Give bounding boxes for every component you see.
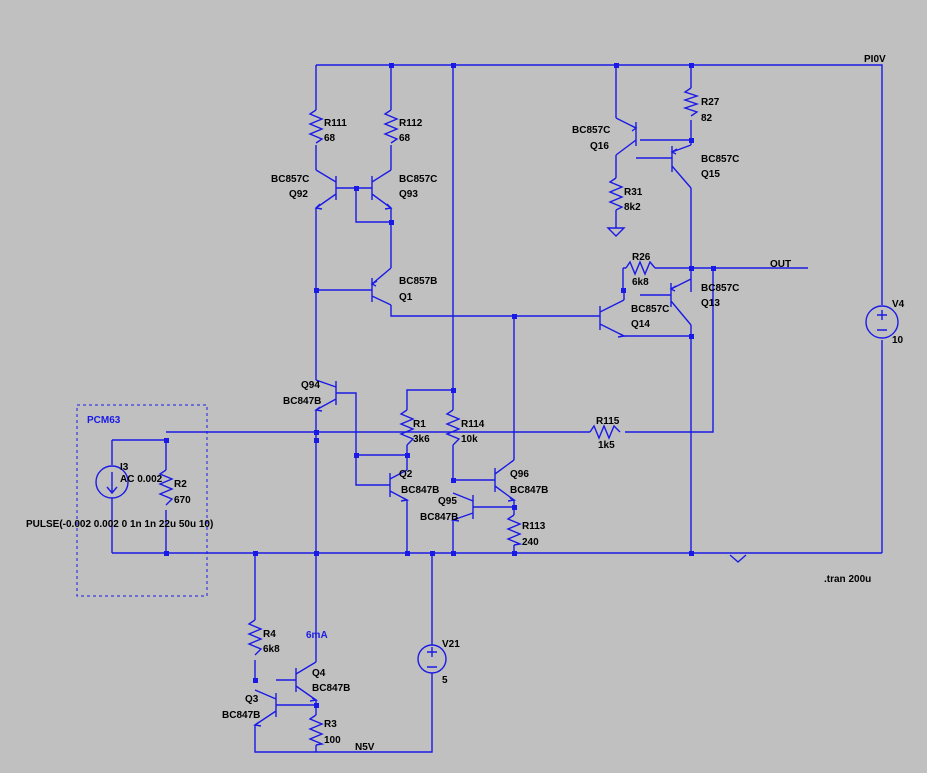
svg-text:R4: R4: [263, 629, 276, 640]
transistor-Q16[interactable]: BC857C Q16: [572, 117, 638, 156]
transistor-Q1[interactable]: BC857B Q1: [370, 267, 437, 306]
svg-text:8k2: 8k2: [624, 202, 641, 213]
svg-text:BC857C: BC857C: [572, 125, 610, 136]
svg-text:Q92: Q92: [289, 189, 308, 200]
transistor-Q14[interactable]: BC857C Q14: [599, 299, 669, 338]
svg-text:240: 240: [522, 537, 539, 548]
ground-symbol-r31: [606, 227, 626, 237]
svg-text:R26: R26: [632, 252, 651, 263]
transistor-Q15[interactable]: BC857C Q15: [670, 144, 739, 189]
transistor-Q13[interactable]: BC857C Q13: [669, 278, 739, 326]
transistor-Q92[interactable]: BC857C Q92: [271, 169, 337, 210]
svg-text:BC847B: BC847B: [283, 396, 321, 407]
resistor-R27[interactable]: R27 82: [682, 87, 720, 124]
transistor-Q93[interactable]: BC857C Q93: [371, 169, 437, 210]
transistor-Q3[interactable]: Q3 BC847B: [222, 689, 277, 727]
svg-text:Q13: Q13: [701, 298, 720, 309]
spice-directive[interactable]: .tran 200u: [824, 574, 871, 585]
svg-text:Q94: Q94: [301, 380, 320, 391]
transistor-Q94[interactable]: Q94 BC847B: [283, 379, 337, 412]
svg-text:I3: I3: [120, 462, 129, 473]
svg-text:Q4: Q4: [312, 668, 326, 679]
svg-text:BC857C: BC857C: [271, 174, 309, 185]
resistor-R113[interactable]: R113 240: [506, 514, 546, 548]
svg-text:PCM63: PCM63: [87, 415, 121, 426]
svg-text:Q1: Q1: [399, 292, 413, 303]
svg-text:R31: R31: [624, 187, 643, 198]
svg-text:Q3: Q3: [245, 694, 259, 705]
svg-text:R2: R2: [174, 479, 187, 490]
svg-text:PULSE(-0.002 0.002 0 1n 1n 22u: PULSE(-0.002 0.002 0 1n 1n 22u 50u 10): [26, 519, 213, 530]
svg-text:R1: R1: [413, 419, 426, 430]
svg-text:V21: V21: [442, 639, 460, 650]
svg-text:Q95: Q95: [438, 496, 457, 507]
svg-text:6k8: 6k8: [263, 644, 280, 655]
svg-text:Q2: Q2: [399, 469, 413, 480]
svg-text:Q16: Q16: [590, 141, 609, 152]
svg-text:BC857C: BC857C: [701, 154, 739, 165]
svg-text:1k5: 1k5: [598, 440, 615, 451]
svg-text:10: 10: [892, 335, 904, 346]
resistor-R112[interactable]: R112 68: [383, 109, 423, 144]
resistor-R31[interactable]: R31 8k2: [608, 177, 643, 213]
svg-text:68: 68: [399, 133, 411, 144]
svg-text:R114: R114: [461, 419, 485, 430]
svg-text:BC847B: BC847B: [222, 710, 260, 721]
svg-text:Q14: Q14: [631, 319, 650, 330]
resistor-R26[interactable]: R26 6k8: [625, 252, 656, 288]
svg-text:R27: R27: [701, 97, 720, 108]
svg-text:BC847B: BC847B: [312, 683, 350, 694]
wires: [111, 64, 883, 753]
resistor-R4[interactable]: R4 6k8: [247, 619, 280, 656]
resistor-R111[interactable]: R111 68: [308, 109, 347, 144]
svg-text:V4: V4: [892, 299, 905, 310]
svg-text:BC847B: BC847B: [510, 485, 548, 496]
voltage-source-V4[interactable]: V4 10: [865, 299, 905, 346]
transistor-Q96[interactable]: Q96 BC847B: [494, 459, 548, 502]
transistor-Q2[interactable]: Q2 BC847B: [389, 469, 439, 502]
svg-text:AC 0.002: AC 0.002: [120, 474, 163, 485]
svg-text:R112: R112: [399, 118, 423, 129]
svg-text:R115: R115: [596, 416, 620, 427]
svg-text:6k8: 6k8: [632, 277, 649, 288]
net-label-pi0v: PI0V: [864, 54, 886, 65]
current-source-I3[interactable]: I3 AC 0.002 PULSE(-0.002 0.002 0 1n 1n 2…: [26, 462, 213, 530]
voltage-source-V21[interactable]: V21 5: [417, 639, 460, 686]
svg-text:BC857C: BC857C: [631, 304, 669, 315]
resistor-R1[interactable]: R1 3k6: [399, 409, 430, 446]
net-label-out: OUT: [770, 259, 791, 270]
resistor-R2[interactable]: R2 670: [158, 469, 191, 506]
svg-text:10k: 10k: [461, 434, 478, 445]
svg-text:82: 82: [701, 113, 713, 124]
svg-text:R113: R113: [522, 521, 546, 532]
svg-text:R3: R3: [324, 719, 337, 730]
ground-flag: [729, 554, 747, 563]
svg-text:BC857C: BC857C: [399, 174, 437, 185]
svg-text:670: 670: [174, 495, 191, 506]
pcm63-group-box: PCM63: [76, 404, 208, 597]
svg-text:3k6: 3k6: [413, 434, 430, 445]
svg-text:Q96: Q96: [510, 469, 529, 480]
svg-text:68: 68: [324, 133, 336, 144]
svg-text:Q93: Q93: [399, 189, 418, 200]
svg-text:BC857B: BC857B: [399, 276, 437, 287]
resistor-R114[interactable]: R114 10k: [445, 409, 485, 446]
resistor-R3[interactable]: R3 100: [308, 714, 341, 746]
svg-text:R111: R111: [324, 118, 347, 129]
junctions: [164, 63, 716, 708]
probe-current-label: 6mA: [306, 630, 328, 641]
svg-text:BC857C: BC857C: [701, 283, 739, 294]
svg-text:Q15: Q15: [701, 169, 720, 180]
svg-text:100: 100: [324, 735, 341, 746]
transistor-Q4[interactable]: Q4 BC847B: [295, 661, 350, 702]
resistor-R115[interactable]: R115 1k5: [589, 416, 621, 451]
net-label-n5v: N5V: [355, 742, 375, 753]
svg-text:5: 5: [442, 675, 448, 686]
svg-text:BC847B: BC847B: [420, 512, 458, 523]
svg-text:BC847B: BC847B: [401, 485, 439, 496]
transistor-Q95[interactable]: Q95 BC847B: [420, 492, 474, 523]
